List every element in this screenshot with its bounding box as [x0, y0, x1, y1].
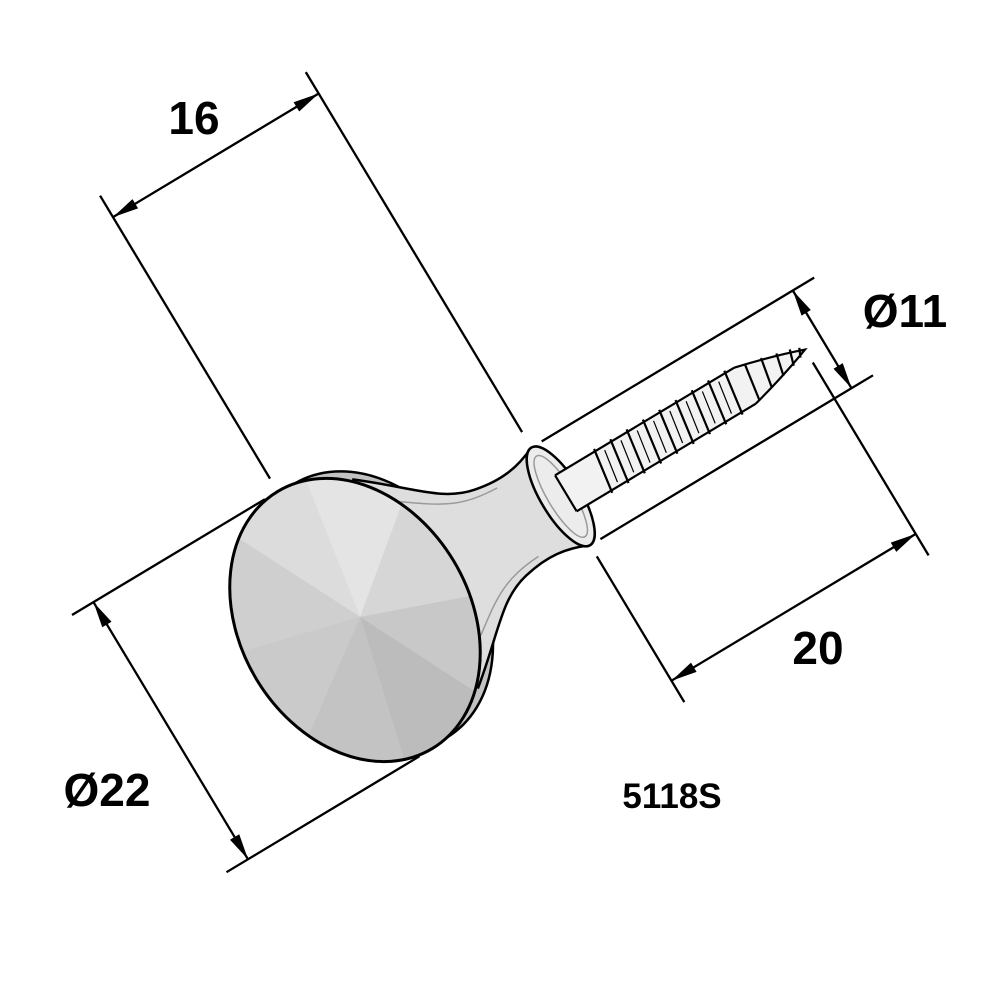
extension-line — [225, 755, 420, 874]
extension-line — [304, 71, 524, 433]
knob-face — [228, 476, 482, 764]
extension-line — [811, 361, 930, 556]
dim-label-face-diameter: Ø22 — [64, 764, 151, 816]
screw-illustration — [554, 347, 808, 513]
dimension-line-screw-length — [670, 532, 917, 682]
dimension-line-collar-diameter — [791, 289, 853, 389]
extension-line — [541, 276, 815, 443]
screw-threads — [593, 347, 802, 494]
extension-line — [71, 498, 266, 616]
dimension-line-knob-depth — [112, 92, 320, 219]
dim-label-screw-length: 20 — [792, 622, 843, 674]
extension-line — [99, 195, 271, 480]
knob-face-outline — [228, 476, 482, 764]
dimension-screw-length-group — [595, 361, 930, 703]
part-number-label: 5118S — [622, 777, 721, 816]
dimension-line-face-diameter — [92, 601, 249, 860]
dim-label-knob-depth: 16 — [168, 92, 219, 144]
knob-neck-silhouette-bottom — [476, 544, 591, 689]
knob-illustration — [228, 347, 808, 764]
dimension-collar-diameter-group — [541, 276, 874, 541]
dimension-knob-depth-group — [99, 71, 524, 480]
extension-line — [595, 555, 686, 703]
knob-neck-silhouette-top — [352, 446, 533, 496]
knob-neck-shading — [400, 487, 498, 505]
screw-shank — [555, 367, 756, 512]
knob-face-facets — [229, 478, 481, 762]
knob-neck — [352, 447, 591, 689]
extension-line — [599, 374, 874, 541]
dim-label-collar-diameter: Ø11 — [863, 285, 947, 337]
knob-neck-shading — [480, 555, 539, 636]
dimension-face-diameter-group — [71, 498, 420, 874]
